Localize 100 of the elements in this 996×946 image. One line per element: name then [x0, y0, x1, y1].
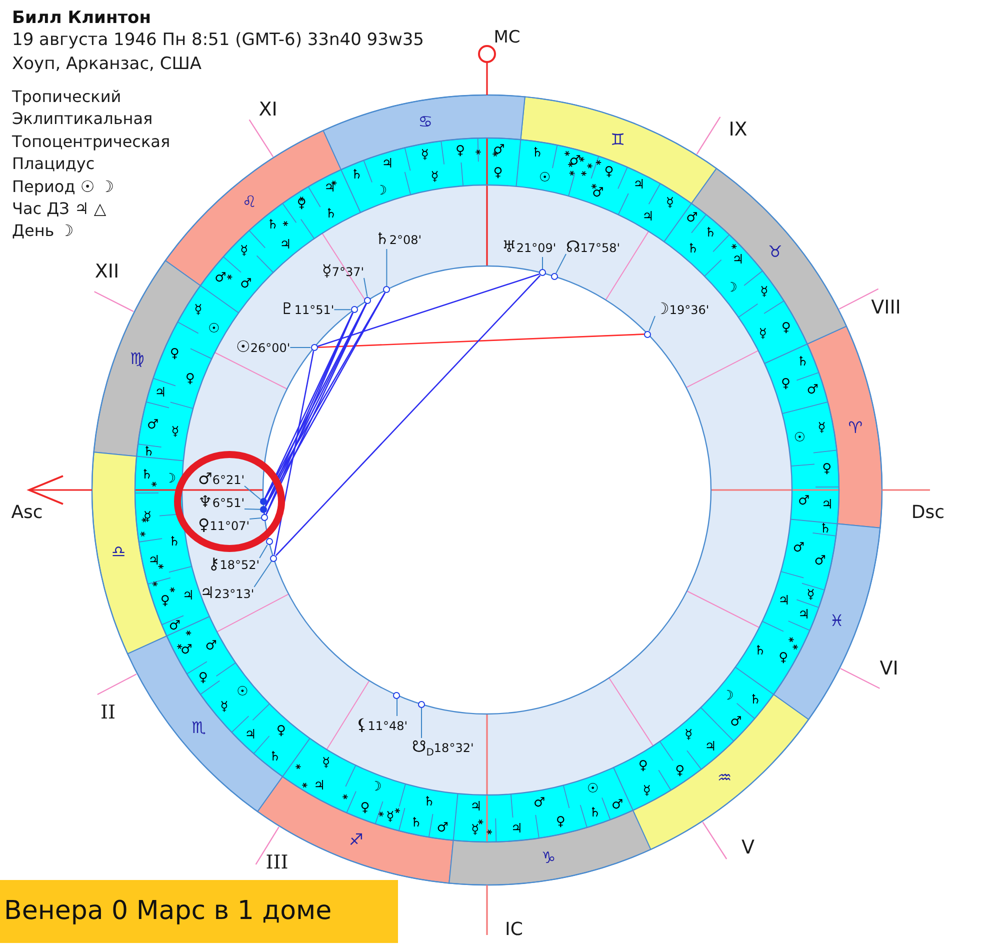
planet-symbol: ♄: [754, 644, 766, 658]
planet-symbol: ♂: [533, 796, 546, 810]
planet-symbol: ♄: [325, 208, 337, 221]
planet-symbol: ☽: [164, 472, 176, 486]
planet-symbol: ☿: [818, 421, 826, 434]
planet-symbol: ♃: [470, 800, 482, 814]
axis-label: Dsc: [911, 504, 945, 522]
planet-symbol: ♀: [276, 724, 286, 738]
planet-symbol: ♂: [180, 643, 192, 656]
zodiac-sign-symbol: ♉: [768, 244, 782, 260]
planet-symbol: ☉: [236, 685, 248, 698]
planet-symbol: ♄: [168, 536, 180, 549]
planet-symbol: ☽: [722, 689, 734, 702]
planet-point: [393, 692, 400, 699]
zodiac-sign-symbol: ♑: [541, 850, 556, 866]
planet-symbol: ♃: [778, 594, 790, 608]
planet-symbol: ☉: [538, 172, 551, 185]
planet-symbol: ♀: [493, 166, 503, 180]
leader-line: [386, 248, 388, 287]
planet-symbol: ♃: [280, 238, 292, 252]
planet-symbol: ♂: [168, 619, 181, 632]
zodiac-sign-symbol: ♏: [192, 720, 206, 736]
planet-position-label: ☽19°36': [655, 300, 710, 319]
planet-symbol: ♀: [170, 348, 180, 361]
planet-symbol: ♀: [556, 816, 566, 829]
planet-symbol: ☿: [171, 426, 180, 439]
planet-symbol: ♃: [324, 182, 336, 194]
planet-symbol: ♂: [493, 143, 505, 156]
chart-setting: Плацидус: [12, 156, 95, 172]
planet-symbol: ☽: [370, 780, 382, 794]
house-number: XII: [94, 262, 120, 282]
planet-symbol: ♄: [531, 146, 544, 160]
planet-symbol: ☿: [430, 170, 439, 184]
planet-symbol: ♂: [686, 212, 698, 225]
aspect-line: [318, 334, 644, 348]
planet-symbol: ♀: [822, 462, 832, 476]
leader-line: [364, 278, 368, 298]
planet-symbol: ☿: [322, 756, 330, 770]
zodiac-sign-symbol: ♊: [610, 132, 625, 148]
planet-symbol: ♂: [798, 494, 810, 508]
planet-symbol: ♂: [611, 798, 624, 812]
leader-line: [542, 256, 543, 270]
planet-symbol: ♄: [142, 445, 155, 458]
planet-symbol: ♃: [798, 608, 810, 622]
planet-symbol: ♂: [730, 716, 742, 729]
planet-point: [539, 269, 546, 276]
axis-label: IC: [505, 921, 523, 939]
chart-setting: Час ДЗ ♃ △: [12, 201, 106, 217]
planet-position-label: ♄2°08': [375, 230, 422, 249]
planet-symbol: ☿: [386, 810, 394, 823]
leader-line: [254, 560, 272, 588]
planet-symbol: ☿: [642, 784, 651, 798]
zodiac-sign-symbol: ♌: [242, 194, 257, 210]
leader-line: [244, 508, 261, 510]
chart-setting: Тропический: [12, 89, 122, 105]
axis-label: MC: [494, 30, 520, 46]
planet-symbol: ☿: [684, 728, 693, 742]
planet-symbol: ♄: [819, 522, 832, 535]
leader-line: [249, 518, 262, 520]
planet-symbol: ♂: [214, 272, 226, 284]
planet-symbol: ☿: [194, 303, 202, 316]
planet-symbol: ☽: [726, 282, 738, 295]
planet-symbol: ♀: [781, 321, 791, 334]
planet-symbol: ♂: [806, 384, 818, 397]
planet-symbol: ♂: [814, 554, 826, 568]
planet-position-label: ☊17°58': [566, 238, 620, 257]
note-banner: Венера 0 Марс в 1 доме: [0, 880, 398, 943]
planet-symbol: ♄: [410, 816, 422, 830]
planet-symbol: ♃: [510, 822, 523, 836]
zodiac-sign-symbol: ♍: [130, 351, 144, 368]
planet-symbol: ♀: [360, 801, 370, 814]
planet-position-label: ⚸11°48': [356, 716, 408, 735]
planet-symbol: ♄: [350, 168, 363, 182]
planet-symbol: ☽: [375, 184, 388, 198]
planet-symbol: ☿: [666, 196, 674, 210]
zodiac-sign-symbol: ♒: [717, 770, 732, 786]
aspect-line: [317, 273, 540, 348]
birth-place: Хоуп, Арканзас, США: [12, 56, 202, 73]
planet-symbol: ♃: [154, 386, 166, 400]
zodiac-sign-symbol: ♎: [111, 544, 126, 560]
planet-symbol: ♄: [423, 795, 436, 808]
planet-symbol: ♂: [205, 640, 217, 653]
planet-symbol: ☿: [220, 700, 228, 714]
planet-symbol: ♀: [198, 671, 208, 684]
planet-symbol: ♂: [240, 278, 252, 291]
planet-symbol: ☿: [806, 588, 815, 602]
planet-position-label: ☋$_{D}$18°32': [412, 738, 474, 762]
planet-symbol: ♄: [704, 226, 716, 240]
birth-details: 19 августа 1946 Пн 8:51 (GMT-6) 33n40 93w35: [12, 32, 424, 49]
chart-title: Билл Клинтон: [12, 10, 151, 27]
house-number: VI: [880, 660, 898, 678]
chart-setting: День ☽: [12, 223, 74, 240]
planet-symbol: ♀: [781, 378, 791, 391]
planet-symbol: ♀: [638, 759, 648, 772]
planet-symbol: ♂: [436, 821, 448, 834]
planet-position-label: ☉26°00': [236, 338, 290, 357]
planet-symbol: ♀: [604, 166, 614, 179]
planet-symbol: ♄: [749, 693, 762, 706]
planet-symbol: ☉: [208, 322, 220, 336]
planet-symbol: ♃: [704, 740, 716, 754]
